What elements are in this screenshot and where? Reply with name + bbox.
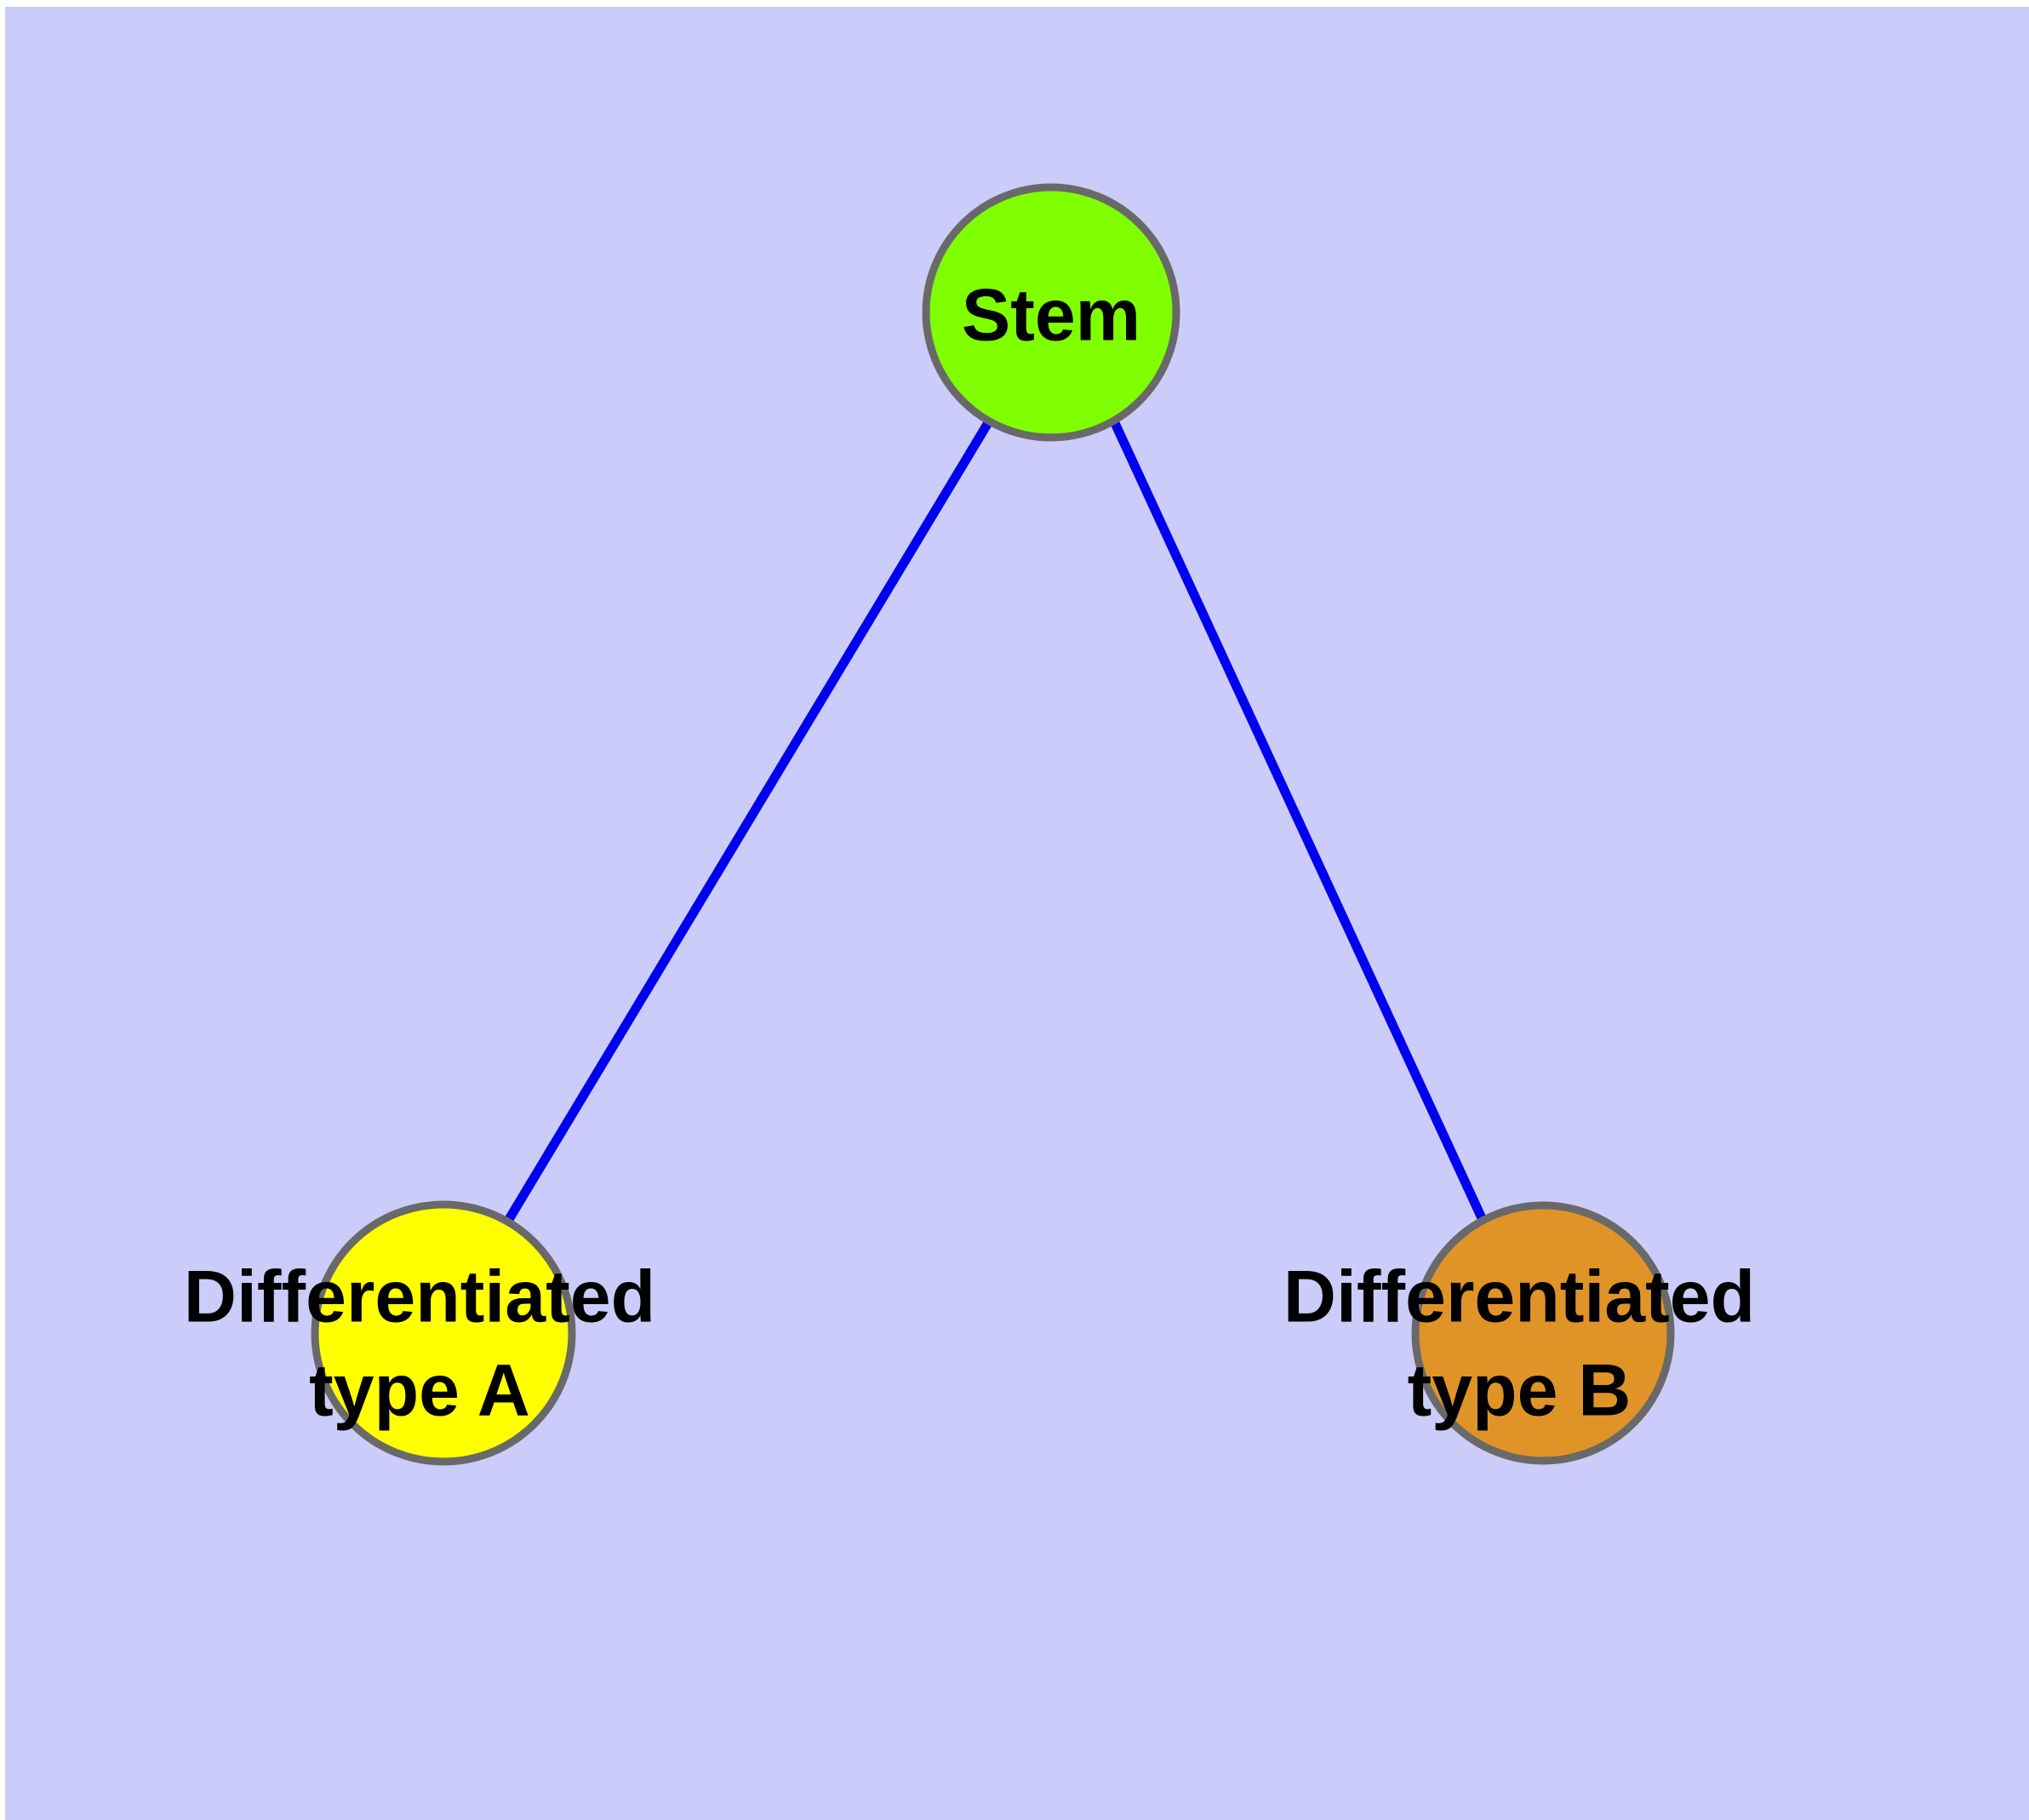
node-differentiated-type-a[interactable]: Differentiated type A xyxy=(184,1200,655,1466)
node-differentiated-type-a-label-line2: type A xyxy=(309,1350,530,1432)
edge-stem-to-differentiated-type-b[interactable] xyxy=(1111,421,1487,1222)
node-differentiated-type-a-label-line1: Differentiated xyxy=(184,1256,655,1338)
node-differentiated-type-b-label-line1: Differentiated xyxy=(1283,1256,1755,1338)
node-layer: Stem Differentiated type A Differentiate… xyxy=(184,183,1755,1466)
node-stem-label: Stem xyxy=(962,275,1140,357)
node-differentiated-type-b-label-line2: type B xyxy=(1408,1350,1632,1432)
node-differentiated-type-a-circle[interactable] xyxy=(311,1200,576,1466)
node-differentiated-type-b-circle[interactable] xyxy=(1411,1201,1675,1465)
edge-layer xyxy=(504,419,1487,1223)
edge-stem-to-differentiated-type-a[interactable] xyxy=(504,419,993,1223)
node-differentiated-type-b[interactable]: Differentiated type B xyxy=(1283,1201,1755,1465)
node-stem[interactable]: Stem xyxy=(922,183,1180,442)
node-stem-circle[interactable] xyxy=(922,183,1180,442)
